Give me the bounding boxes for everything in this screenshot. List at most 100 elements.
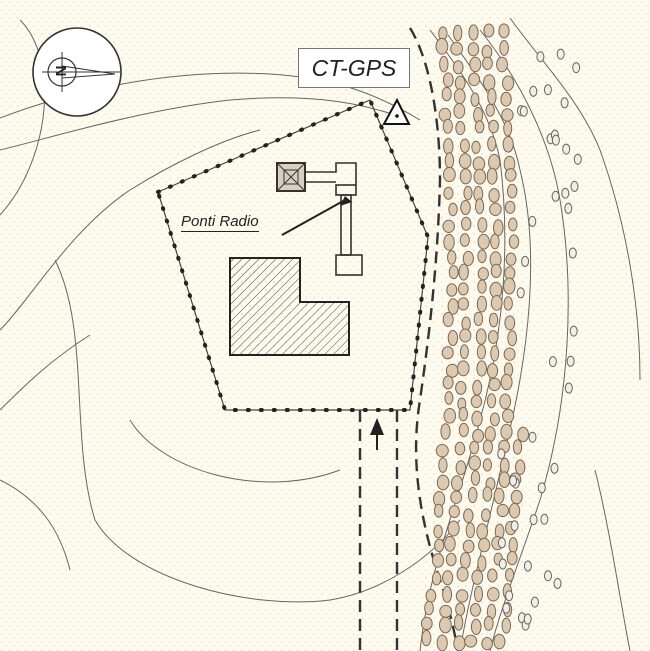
- rock: [443, 166, 456, 183]
- rock: [490, 263, 502, 278]
- rock: [523, 560, 532, 572]
- rock: [485, 103, 495, 117]
- rock: [439, 604, 453, 618]
- rock: [455, 121, 466, 136]
- rock: [502, 136, 514, 153]
- rock: [562, 143, 571, 155]
- rock: [498, 23, 510, 39]
- rock: [465, 522, 475, 539]
- rock: [490, 295, 503, 311]
- building: [229, 257, 350, 356]
- rock: [441, 86, 452, 102]
- rock: [447, 520, 460, 537]
- station-label: CT-GPS: [298, 48, 410, 88]
- rock: [473, 311, 484, 327]
- compass-rose-icon: [32, 27, 122, 117]
- rock: [421, 629, 432, 647]
- rock: [473, 168, 487, 185]
- rock: [471, 410, 483, 427]
- rock: [544, 570, 552, 582]
- antenna-corridor: [305, 162, 363, 276]
- rock: [483, 616, 494, 631]
- rock: [493, 219, 504, 237]
- rock: [476, 523, 489, 540]
- rock: [530, 596, 539, 608]
- rock: [486, 363, 499, 379]
- rock: [450, 41, 464, 56]
- rock: [537, 482, 546, 494]
- rock: [453, 635, 466, 651]
- rock: [457, 282, 469, 296]
- rock: [457, 360, 470, 377]
- rock: [564, 202, 573, 214]
- radio-tower-icon: [276, 162, 306, 192]
- rock: [452, 60, 464, 75]
- rock: [506, 551, 518, 566]
- rock: [478, 537, 491, 553]
- rock: [463, 508, 474, 524]
- rock: [517, 426, 529, 443]
- rock: [464, 634, 478, 648]
- rock: [469, 56, 482, 73]
- rock: [504, 168, 517, 182]
- rock: [521, 255, 530, 267]
- rock: [499, 40, 509, 56]
- rock: [502, 408, 515, 423]
- antenna-label: Ponti Radio: [181, 213, 259, 232]
- rock: [447, 298, 459, 315]
- rock: [529, 514, 538, 526]
- rock: [503, 120, 513, 137]
- rock: [543, 84, 552, 96]
- rock: [499, 457, 510, 474]
- rock: [551, 190, 560, 202]
- rock: [502, 602, 511, 614]
- rock: [481, 508, 491, 523]
- rock: [502, 75, 515, 91]
- rock: [459, 328, 472, 343]
- rock: [473, 107, 484, 124]
- rock: [489, 202, 502, 217]
- rock: [450, 490, 463, 504]
- rock: [431, 571, 442, 586]
- rock: [482, 486, 493, 502]
- rock: [496, 56, 508, 73]
- rock: [498, 471, 511, 489]
- rock: [472, 379, 483, 396]
- rock: [459, 344, 469, 360]
- rock: [444, 535, 456, 552]
- rock: [446, 283, 458, 297]
- rock: [442, 219, 455, 233]
- rock: [504, 315, 516, 331]
- rock: [468, 24, 479, 41]
- rock: [568, 247, 577, 259]
- rock: [455, 380, 467, 395]
- rock: [487, 568, 498, 583]
- rock: [434, 538, 445, 553]
- rock: [453, 24, 463, 42]
- rock: [448, 265, 459, 280]
- rock: [493, 633, 506, 650]
- survey-triangle-icon: [382, 97, 411, 125]
- rock: [477, 217, 488, 233]
- north-arrow-icon: [370, 418, 384, 450]
- rock: [490, 233, 500, 250]
- rock: [501, 108, 514, 122]
- rock: [497, 537, 506, 549]
- rock: [507, 183, 518, 199]
- rock: [497, 448, 506, 460]
- rock: [510, 489, 523, 505]
- rock: [438, 457, 448, 473]
- rock: [573, 153, 582, 165]
- rock: [447, 250, 457, 265]
- rock: [508, 217, 518, 232]
- rock: [424, 600, 434, 616]
- rock: [499, 393, 512, 410]
- rock: [503, 277, 516, 295]
- rock: [470, 92, 480, 107]
- rock: [455, 602, 466, 617]
- rock: [548, 356, 557, 368]
- rock: [507, 330, 518, 347]
- rock: [445, 363, 459, 378]
- rock: [528, 431, 537, 443]
- rock: [448, 202, 458, 217]
